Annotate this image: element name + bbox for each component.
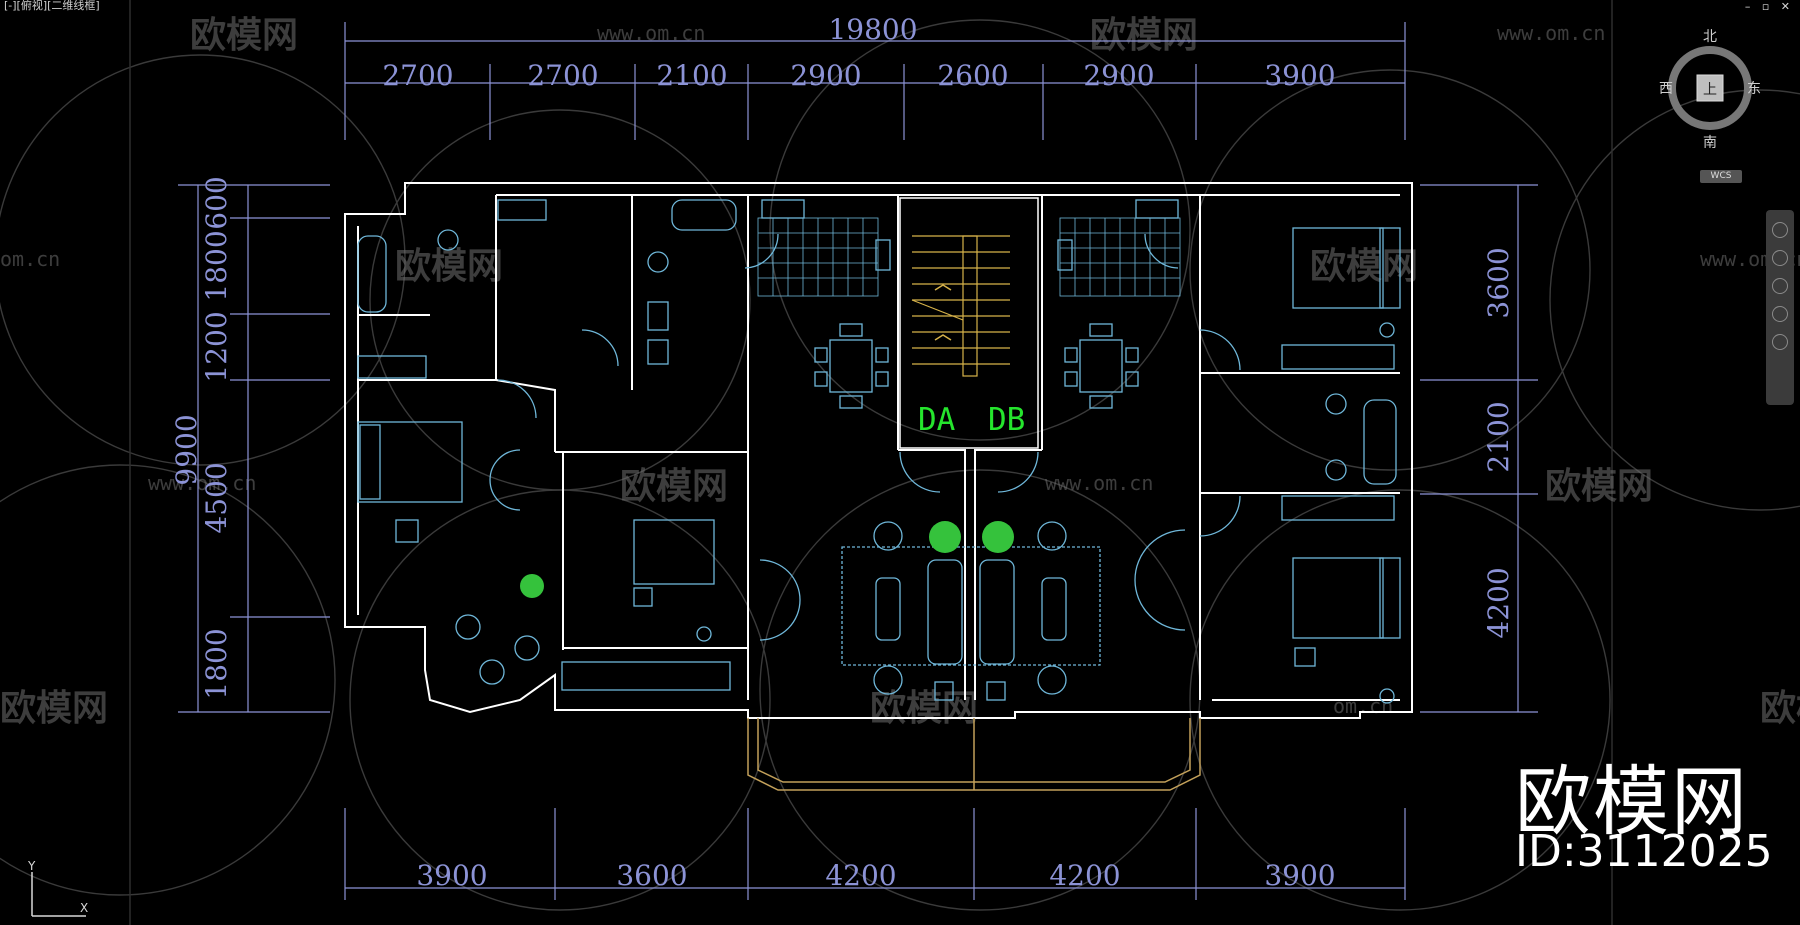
watermark-arcs	[0, 19, 1800, 911]
dimension-labels-right: 3600 2100 4200	[1482, 247, 1515, 638]
watermark-logo-text: 欧模网	[1310, 246, 1418, 287]
kitchen-left-tiles	[757, 217, 879, 297]
dimension-overall-top: 19800	[828, 13, 917, 46]
dimension-labels-top: 19800 2700 2700 2100 2900 2600 2900 3900	[382, 13, 1335, 92]
compass-north-label: 北	[1703, 29, 1717, 45]
furniture	[357, 199, 1401, 704]
dimension-label: 2600	[937, 59, 1008, 92]
dimension-lines-top	[344, 22, 1406, 140]
watermark-url: om.cn	[0, 247, 60, 271]
ucs-icon: Y X	[27, 860, 88, 917]
dimension-label: 3900	[1264, 859, 1335, 892]
watermark-logo-text: 欧模网	[395, 246, 503, 287]
viewcube-top-face[interactable]	[1696, 74, 1724, 102]
dimension-label: 1800	[200, 628, 233, 699]
stair-label-db: DB	[988, 402, 1025, 438]
compass-east-label: 东	[1747, 81, 1761, 97]
balcony-outline	[747, 718, 1201, 791]
watermark-texts: 欧模网 欧模网 欧模网 欧模网 欧模网 欧模网 欧模网 欧模网 欧模网 www.…	[0, 15, 1800, 729]
watermark-url: www.om.cn	[1045, 471, 1153, 495]
watermark-logo-text: 欧模网	[1090, 15, 1198, 56]
dimension-label: 4200	[1049, 859, 1120, 892]
viewport-label[interactable]: [-][俯视][二维线框]	[4, 0, 100, 12]
dimension-label: 1800	[200, 230, 233, 301]
dimension-label: 4500	[200, 462, 233, 533]
dimension-label: 2100	[1482, 401, 1515, 472]
dimension-label: 2100	[656, 59, 727, 92]
kitchen-right-tiles	[1059, 217, 1181, 297]
showmotion-icon[interactable]	[1772, 306, 1788, 322]
walls	[344, 182, 1413, 719]
dimension-lines-left	[178, 184, 330, 713]
watermark-logo-text: 欧模网	[190, 15, 298, 56]
viewcube[interactable]: 上 北 南 东 西	[1655, 25, 1765, 155]
dimension-label: 2900	[1083, 59, 1154, 92]
brand-id: ID:3112025	[1515, 826, 1773, 877]
stair-label-da: DA	[918, 402, 956, 438]
ucs-y-label: Y	[27, 860, 36, 873]
watermark-logo-text: 欧模网	[1760, 688, 1800, 729]
wcs-menu-button[interactable]: WCS	[1700, 170, 1742, 183]
zoom-icon[interactable]	[1772, 250, 1788, 266]
viewcube-ring[interactable]	[1668, 46, 1752, 130]
watermark-logo-text: 欧模网	[620, 466, 728, 507]
stairwell: DA DB	[899, 197, 1039, 449]
dimension-lines-right	[1420, 184, 1538, 713]
dimension-label: 600	[200, 176, 233, 229]
dimension-label: 2900	[790, 59, 861, 92]
dimension-labels-bottom: 3900 3600 4200 4200 3900	[416, 859, 1335, 892]
dimension-labels-left: 600 1800 1200 4500 1800 9900	[170, 176, 233, 699]
compass-south-label: 南	[1703, 135, 1717, 151]
steering-wheel-icon[interactable]	[1772, 334, 1788, 350]
watermark-url: www.om.cn	[148, 471, 256, 495]
dimension-label: 3900	[1264, 59, 1335, 92]
ucs-x-label: X	[80, 901, 88, 915]
watermark-url: om.cn	[1333, 694, 1393, 718]
watermark-logo-text: 欧模网	[1545, 466, 1653, 507]
dimension-label: 1200	[200, 311, 233, 382]
dimension-label: 3600	[1482, 247, 1515, 318]
navigation-bar[interactable]	[1766, 210, 1794, 405]
viewcube-top-label: 上	[1703, 82, 1717, 98]
dimension-overall-left: 9900	[170, 414, 203, 485]
orbit-icon[interactable]	[1772, 278, 1788, 294]
pan-icon[interactable]	[1772, 222, 1788, 238]
dimension-label: 2700	[382, 59, 453, 92]
watermark-url: www.om.cn	[1497, 21, 1605, 45]
watermark-logo-text: 欧模网	[870, 688, 978, 729]
viewport-window-buttons[interactable]: – ▫ ✕	[1744, 0, 1794, 13]
dimension-label: 4200	[1482, 567, 1515, 638]
dimension-lines-bottom	[344, 808, 1406, 900]
brand-name: 欧模网	[1515, 757, 1749, 846]
compass-west-label: 西	[1659, 81, 1673, 97]
dimension-label: 2700	[527, 59, 598, 92]
watermark-logo-text: 欧模网	[0, 688, 108, 729]
dimension-label: 3600	[616, 859, 687, 892]
plants	[520, 521, 1014, 598]
dimension-label: 4200	[825, 859, 896, 892]
dimension-label: 3900	[416, 859, 487, 892]
